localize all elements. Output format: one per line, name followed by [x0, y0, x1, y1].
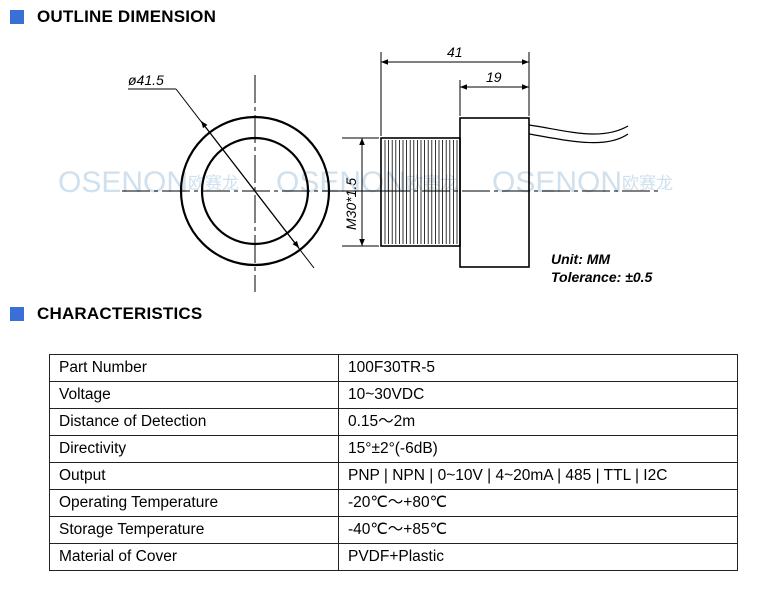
watermark: OSENON 欧赛龙 OSENON 欧赛龙 OSENON 欧赛龙 [58, 166, 673, 199]
spec-value: 0.15～2m [338, 408, 738, 436]
blue-square-icon [10, 307, 24, 321]
spec-value: -40℃～+85℃ [338, 516, 738, 544]
outline-drawing: OSENON 欧赛龙 OSENON 欧赛龙 OSENON 欧赛龙 ø41.5 [58, 44, 673, 292]
spec-key: Material of Cover [49, 543, 339, 571]
spec-value: 100F30TR-5 [338, 354, 738, 382]
section-title: CHARACTERISTICS [37, 304, 203, 323]
spec-value: 10~30VDC [338, 381, 738, 409]
blue-square-icon [10, 10, 24, 24]
spec-value: 15°±2°(-6dB) [338, 435, 738, 463]
outline-dimension-heading: OUTLINE DIMENSION [10, 7, 216, 27]
diameter-label: ø41.5 [128, 72, 164, 88]
thread-label: M30*1.5 [343, 178, 359, 230]
watermark-cn: 欧赛龙 [188, 173, 239, 193]
body-length-label: 19 [486, 69, 502, 85]
spec-value: -20℃～+80℃ [338, 489, 738, 517]
table-row: Storage Temperature-40℃～+85℃ [49, 516, 738, 544]
spec-key: Voltage [49, 381, 339, 409]
watermark-text: OSENON [492, 166, 622, 199]
watermark-cn: 欧赛龙 [622, 173, 673, 193]
spec-value: PVDF+Plastic [338, 543, 738, 571]
tolerance-label: Tolerance: ±0.5 [551, 269, 653, 285]
table-row: Operating Temperature-20℃～+80℃ [49, 489, 738, 517]
section-title: OUTLINE DIMENSION [37, 7, 217, 26]
spec-value: PNP | NPN | 0~10V | 4~20mA | 485 | TTL |… [338, 462, 738, 490]
length-label: 41 [447, 44, 463, 60]
spec-key: Part Number [49, 354, 339, 382]
unit-label: Unit: MM [551, 251, 610, 267]
spec-key: Directivity [49, 435, 339, 463]
watermark-text: OSENON [276, 166, 406, 199]
side-view [342, 52, 660, 268]
spec-key: Operating Temperature [49, 489, 339, 517]
spec-key: Distance of Detection [49, 408, 339, 436]
spec-key: Output [49, 462, 339, 490]
spec-key: Storage Temperature [49, 516, 339, 544]
watermark-text: OSENON [58, 166, 188, 199]
characteristics-heading: CHARACTERISTICS [10, 304, 202, 324]
